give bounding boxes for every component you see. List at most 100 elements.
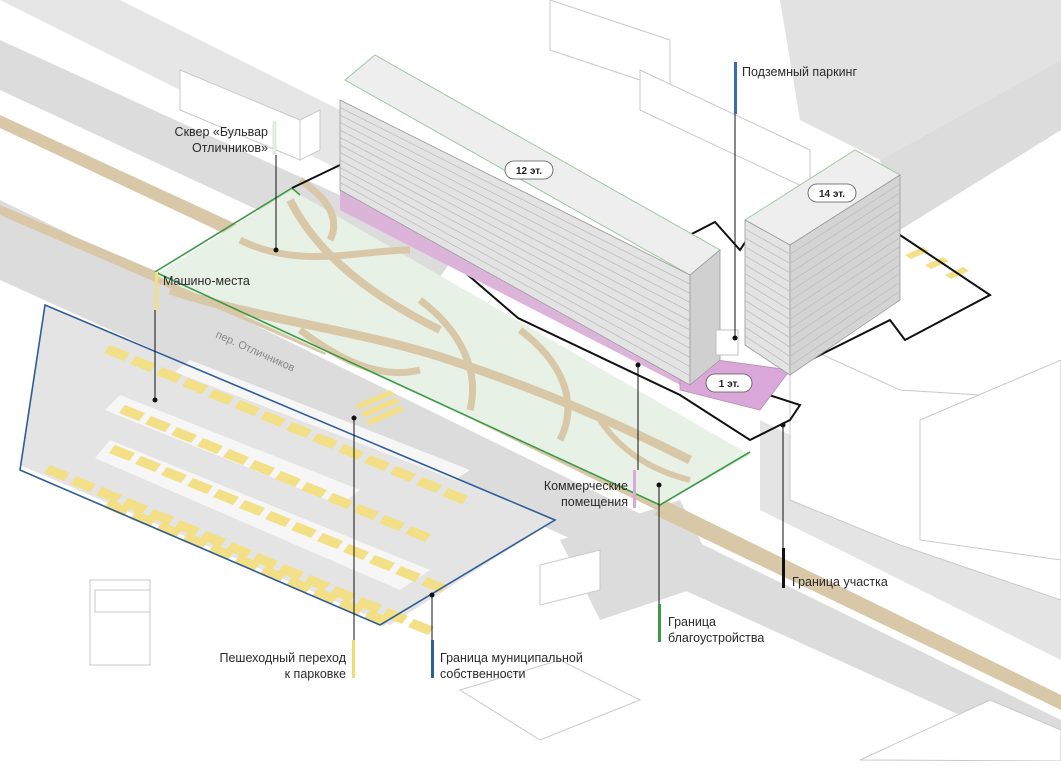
municipal-boundary-label-line2: собственности [440,667,526,681]
parking-slot [130,356,156,372]
parking-slot [96,487,122,503]
crosswalk-dot [351,415,357,421]
floor-line [744,326,791,357]
parking-slot [182,533,208,549]
parking-spaces-label: Машино-места [163,274,250,288]
parking-slot [104,500,130,516]
parking-slot [338,599,364,615]
parking-slot [249,460,275,476]
floor-line [339,159,691,349]
parking-slot [338,444,364,460]
parking-slot [312,433,338,449]
commercial-label-line2: помещения [561,495,628,509]
parking-slot [364,455,390,471]
parking-slot [130,511,156,527]
floor-line [339,137,691,322]
floor-line [339,114,691,294]
parking-slot [156,522,182,538]
parking-slot [286,422,312,438]
municipal-boundary-dot [429,592,435,598]
floor-line [789,290,901,367]
landscape-boundary-marker [658,604,661,642]
parking-slot [301,482,327,498]
municipal-boundary-marker [431,640,434,678]
crosswalk-marker [352,640,355,678]
parking-slot [275,471,301,487]
parking-slot [416,477,442,493]
landscape-boundary-label-line2: благоустройства [668,631,764,645]
floor-line [789,246,901,320]
parking-slot [119,405,145,421]
parking-slot [234,400,260,416]
floor-line [744,255,791,283]
crosswalk-label-line2: к парковке [285,667,346,681]
svg-text:14 эт.: 14 эт. [819,189,845,200]
parking-spaces-marker [155,272,158,310]
floor-line [789,263,901,339]
floor-line [744,237,791,264]
floor-line [789,237,901,311]
floor-line [339,167,691,358]
context-buildings [89,0,1061,762]
commercial-dot [635,362,641,368]
plot-boundary-label: Граница участка [792,575,888,589]
crosswalk [355,390,405,425]
parking-slot [122,498,148,514]
parking-slot [44,465,70,481]
floor-line [339,182,691,377]
parking-slot [145,416,171,432]
floor-line [339,174,691,368]
underground-parking-label: Подземный паркинг [742,65,857,79]
floor-line [744,264,791,292]
parking-slot [252,553,278,569]
parking-slot [234,555,260,571]
parking-slot [187,478,213,494]
floor-line [744,291,791,320]
parking-slot [442,488,468,504]
floor-line [744,300,791,329]
floor-line [789,192,901,264]
entrance-stairs [715,329,739,356]
parking-slot [405,526,431,542]
square-label-line2: Отличников» [192,141,268,155]
parking-slot [174,520,200,536]
floor-line [744,282,791,311]
crosswalk-label-line1: Пешеходный переход [220,651,347,665]
parking-slot [304,575,330,591]
plot-boundary-dot [780,422,786,428]
underground-parking-marker [734,62,737,114]
square-marker [272,121,277,155]
floor-line [744,273,791,302]
parking-slot [148,509,174,525]
square-dot [273,247,279,253]
floor-line [789,183,901,255]
parking-slot [135,456,161,472]
parking-slot [208,389,234,405]
floor-line [789,281,901,357]
parking-slot [213,489,239,505]
plot-boundary-marker [782,548,785,588]
parking-slot [395,566,421,582]
parking-slot [925,257,949,269]
floor-line [744,228,791,255]
parking-slot [379,515,405,531]
badge-1-floor: 1 эт. [705,373,753,393]
floor-line [744,335,791,367]
badge-14-floors: 14 эт. [807,183,857,203]
landscape-boundary-line-lower [154,271,751,506]
floor-line [339,144,691,331]
floor-line [339,122,691,303]
floor-line [339,107,691,285]
parking-slot [109,445,135,461]
floor-line [789,255,901,329]
square-label-line1: Сквер «Бульвар [175,125,268,139]
parking-slot [317,533,343,549]
parking-slot [265,511,291,527]
badge-12-floors: 12 эт. [504,160,554,180]
parking-slot [286,577,312,593]
green-area [155,177,750,505]
floor-line [339,152,691,340]
parking-slot [182,378,208,394]
floor-line [744,317,791,348]
